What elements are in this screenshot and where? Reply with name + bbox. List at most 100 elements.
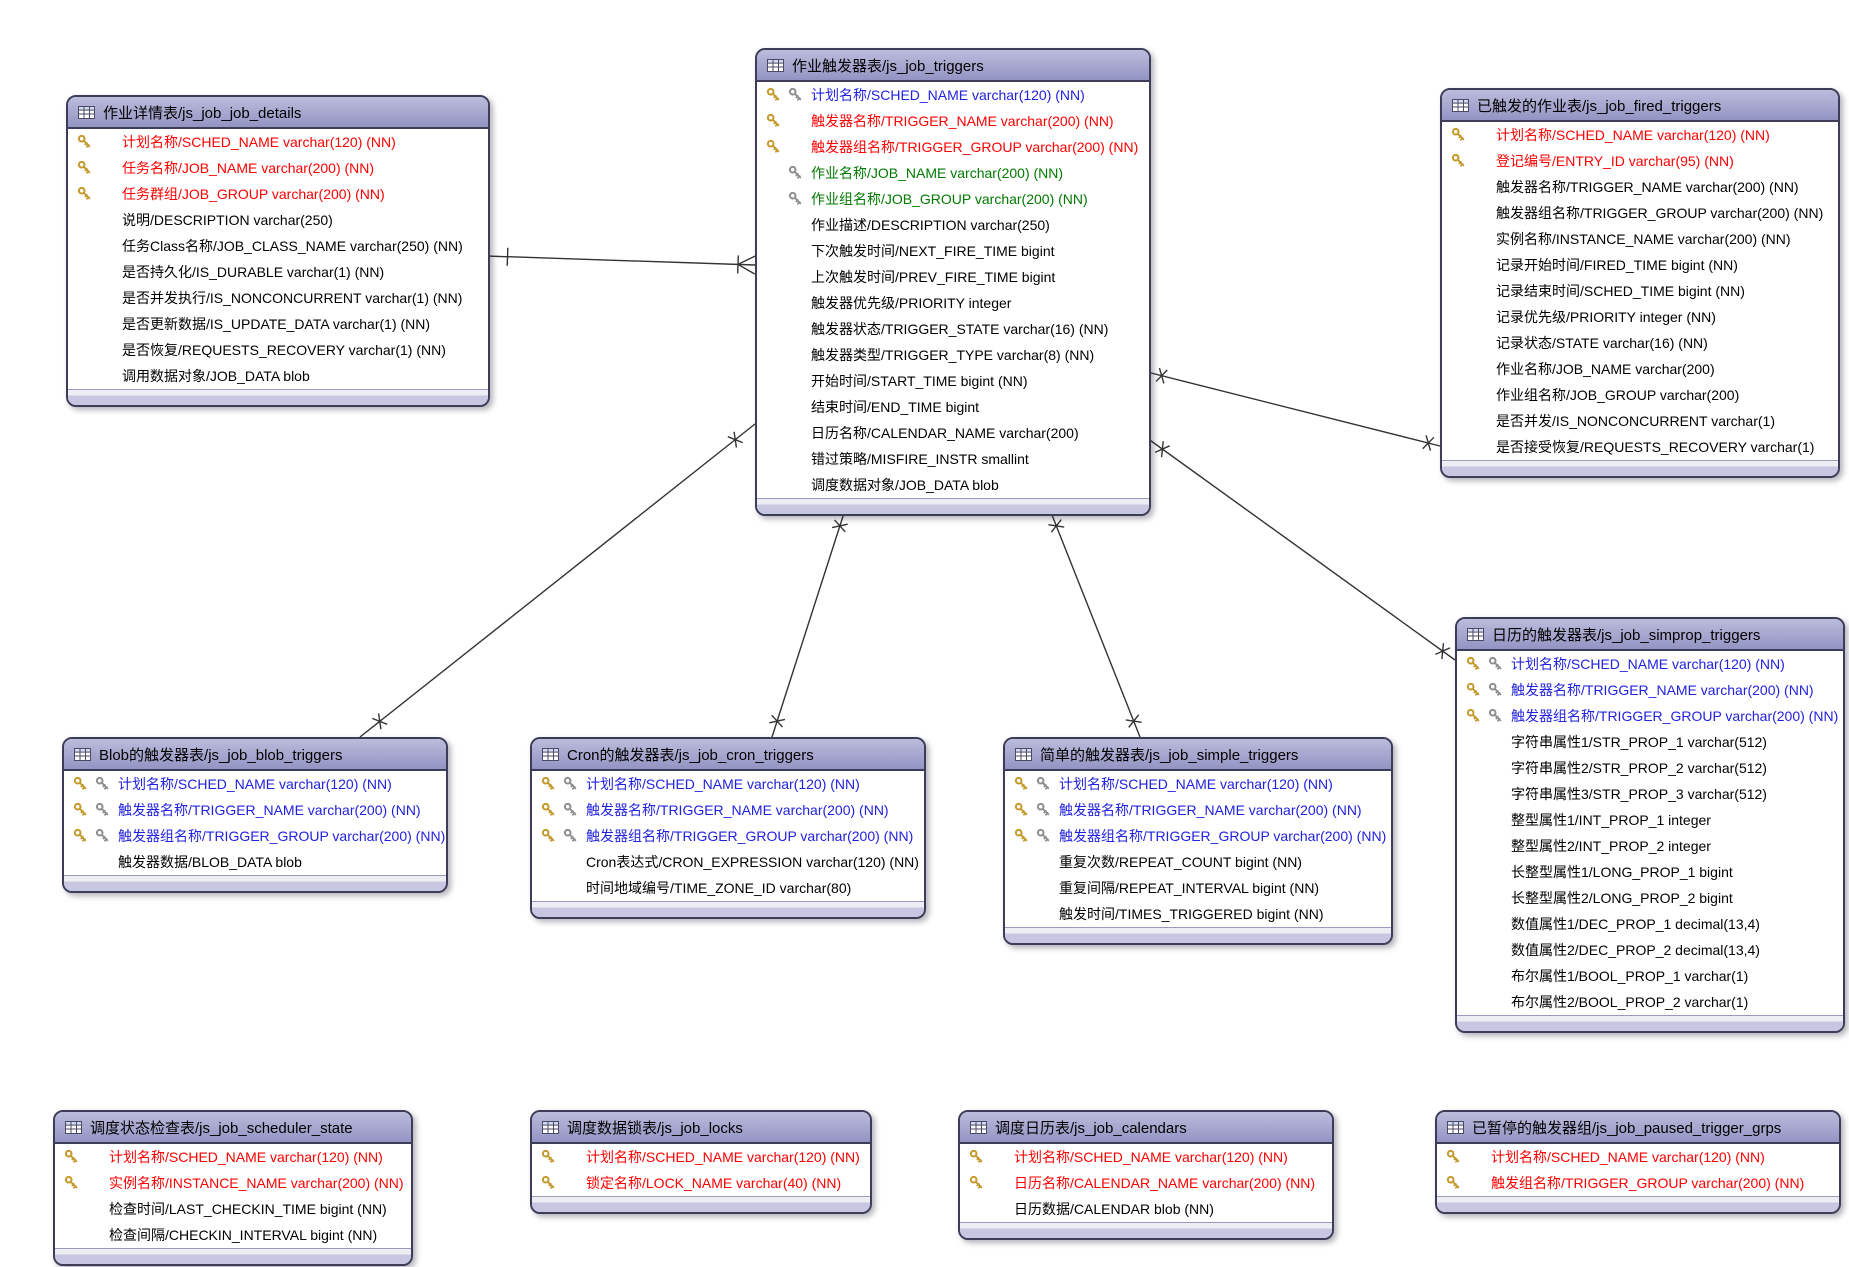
column-row[interactable]: 触发器状态/TRIGGER_STATE varchar(16) (NN) (757, 316, 1149, 342)
column-row[interactable]: 触发器组名称/TRIGGER_GROUP varchar(200) (NN) (757, 134, 1149, 160)
column-row[interactable]: 长整型属性2/LONG_PROP_2 bigint (1457, 885, 1843, 911)
column-row[interactable]: 计划名称/SCHED_NAME varchar(120) (NN) (64, 771, 446, 797)
column-row[interactable]: 计划名称/SCHED_NAME varchar(120) (NN) (55, 1144, 411, 1170)
column-row[interactable]: 字符串属性1/STR_PROP_1 varchar(512) (1457, 729, 1843, 755)
column-row[interactable]: 作业名称/JOB_NAME varchar(200) (NN) (757, 160, 1149, 186)
column-row[interactable]: 触发组名称/TRIGGER_GROUP varchar(200) (NN) (1437, 1170, 1839, 1196)
column-row[interactable]: 锁定名称/LOCK_NAME varchar(40) (NN) (532, 1170, 870, 1196)
column-row[interactable]: 任务群组/JOB_GROUP varchar(200) (NN) (68, 181, 488, 207)
column-row[interactable]: 日历数据/CALENDAR blob (NN) (960, 1196, 1332, 1222)
column-row[interactable]: 触发器优先级/PRIORITY integer (757, 290, 1149, 316)
column-row[interactable]: 下次触发时间/NEXT_FIRE_TIME bigint (757, 238, 1149, 264)
table-header[interactable]: 调度状态检查表/js_job_scheduler_state (55, 1112, 411, 1144)
column-row[interactable]: 触发器类型/TRIGGER_TYPE varchar(8) (NN) (757, 342, 1149, 368)
column-row[interactable]: 实例名称/INSTANCE_NAME varchar(200) (NN) (1442, 226, 1838, 252)
column-row[interactable]: 时间地域编号/TIME_ZONE_ID varchar(80) (532, 875, 924, 901)
column-row[interactable]: 是否更新数据/IS_UPDATE_DATA varchar(1) (NN) (68, 311, 488, 337)
column-row[interactable]: 整型属性1/INT_PROP_1 integer (1457, 807, 1843, 833)
column-row[interactable]: 触发器名称/TRIGGER_NAME varchar(200) (NN) (1457, 677, 1843, 703)
column-row[interactable]: 重复次数/REPEAT_COUNT bigint (NN) (1005, 849, 1391, 875)
column-row[interactable]: 记录优先级/PRIORITY integer (NN) (1442, 304, 1838, 330)
column-row[interactable]: 实例名称/INSTANCE_NAME varchar(200) (NN) (55, 1170, 411, 1196)
column-row[interactable]: 是否接受恢复/REQUESTS_RECOVERY varchar(1) (1442, 434, 1838, 460)
column-row[interactable]: 检查时间/LAST_CHECKIN_TIME bigint (NN) (55, 1196, 411, 1222)
column-row[interactable]: 布尔属性1/BOOL_PROP_1 varchar(1) (1457, 963, 1843, 989)
column-row[interactable]: 日历名称/CALENDAR_NAME varchar(200) (757, 420, 1149, 446)
column-row[interactable]: 重复间隔/REPEAT_INTERVAL bigint (NN) (1005, 875, 1391, 901)
column-row[interactable]: 结束时间/END_TIME bigint (757, 394, 1149, 420)
column-row[interactable]: Cron表达式/CRON_EXPRESSION varchar(120) (NN… (532, 849, 924, 875)
column-row[interactable]: 开始时间/START_TIME bigint (NN) (757, 368, 1149, 394)
column-row[interactable]: 说明/DESCRIPTION varchar(250) (68, 207, 488, 233)
column-row[interactable]: 是否恢复/REQUESTS_RECOVERY varchar(1) (NN) (68, 337, 488, 363)
column-row[interactable]: 整型属性2/INT_PROP_2 integer (1457, 833, 1843, 859)
column-row[interactable]: 计划名称/SCHED_NAME varchar(120) (NN) (1005, 771, 1391, 797)
column-row[interactable]: 计划名称/SCHED_NAME varchar(120) (NN) (532, 1144, 870, 1170)
column-row[interactable]: 触发器组名称/TRIGGER_GROUP varchar(200) (NN) (1457, 703, 1843, 729)
table-header[interactable]: 已触发的作业表/js_job_fired_triggers (1442, 90, 1838, 122)
column-row[interactable]: 记录结束时间/SCHED_TIME bigint (NN) (1442, 278, 1838, 304)
table-header[interactable]: Blob的触发器表/js_job_blob_triggers (64, 739, 446, 771)
column-row[interactable]: 触发器名称/TRIGGER_NAME varchar(200) (NN) (532, 797, 924, 823)
column-row[interactable]: 触发器组名称/TRIGGER_GROUP varchar(200) (NN) (64, 823, 446, 849)
column-row[interactable]: 记录状态/STATE varchar(16) (NN) (1442, 330, 1838, 356)
column-row[interactable]: 检查间隔/CHECKIN_INTERVAL bigint (NN) (55, 1222, 411, 1248)
table-header[interactable]: 简单的触发器表/js_job_simple_triggers (1005, 739, 1391, 771)
column-row[interactable]: 计划名称/SCHED_NAME varchar(120) (NN) (68, 129, 488, 155)
column-row[interactable]: 错过策略/MISFIRE_INSTR smallint (757, 446, 1149, 472)
column-row[interactable]: 触发器名称/TRIGGER_NAME varchar(200) (NN) (757, 108, 1149, 134)
column-row[interactable]: 触发器组名称/TRIGGER_GROUP varchar(200) (NN) (1442, 200, 1838, 226)
column-row[interactable]: 数值属性1/DEC_PROP_1 decimal(13,4) (1457, 911, 1843, 937)
column-row[interactable]: 作业描述/DESCRIPTION varchar(250) (757, 212, 1149, 238)
column-row[interactable]: 触发器名称/TRIGGER_NAME varchar(200) (NN) (1005, 797, 1391, 823)
column-row[interactable]: 作业组名称/JOB_GROUP varchar(200) (NN) (757, 186, 1149, 212)
column-row[interactable]: 触发器名称/TRIGGER_NAME varchar(200) (NN) (1442, 174, 1838, 200)
column-row[interactable]: 作业名称/JOB_NAME varchar(200) (1442, 356, 1838, 382)
column-row[interactable]: 字符串属性3/STR_PROP_3 varchar(512) (1457, 781, 1843, 807)
column-row[interactable]: 触发器数据/BLOB_DATA blob (64, 849, 446, 875)
column-row[interactable]: 日历名称/CALENDAR_NAME varchar(200) (NN) (960, 1170, 1332, 1196)
table-header[interactable]: 作业详情表/js_job_job_details (68, 97, 488, 129)
column-row[interactable]: 长整型属性1/LONG_PROP_1 bigint (1457, 859, 1843, 885)
column-row[interactable]: 触发器组名称/TRIGGER_GROUP varchar(200) (NN) (532, 823, 924, 849)
column-row[interactable]: 记录开始时间/FIRED_TIME bigint (NN) (1442, 252, 1838, 278)
column-row[interactable]: 作业组名称/JOB_GROUP varchar(200) (1442, 382, 1838, 408)
column-row[interactable]: 计划名称/SCHED_NAME varchar(120) (NN) (1457, 651, 1843, 677)
table-header[interactable]: 作业触发器表/js_job_triggers (757, 50, 1149, 82)
column-row[interactable]: 计划名称/SCHED_NAME varchar(120) (NN) (1437, 1144, 1839, 1170)
column-row[interactable]: 是否并发/IS_NONCONCURRENT varchar(1) (1442, 408, 1838, 434)
column-row[interactable]: 任务Class名称/JOB_CLASS_NAME varchar(250) (N… (68, 233, 488, 259)
column-row[interactable]: 调用数据对象/JOB_DATA blob (68, 363, 488, 389)
column-row[interactable]: 触发时间/TIMES_TRIGGERED bigint (NN) (1005, 901, 1391, 927)
column-row[interactable]: 任务名称/JOB_NAME varchar(200) (NN) (68, 155, 488, 181)
table-header[interactable]: 调度数据锁表/js_job_locks (532, 1112, 870, 1144)
column-row[interactable]: 数值属性2/DEC_PROP_2 decimal(13,4) (1457, 937, 1843, 963)
table-header[interactable]: Cron的触发器表/js_job_cron_triggers (532, 739, 924, 771)
column-row[interactable]: 字符串属性2/STR_PROP_2 varchar(512) (1457, 755, 1843, 781)
column-row[interactable]: 调度数据对象/JOB_DATA blob (757, 472, 1149, 498)
column-row[interactable]: 是否持久化/IS_DURABLE varchar(1) (NN) (68, 259, 488, 285)
column-row[interactable]: 触发器名称/TRIGGER_NAME varchar(200) (NN) (64, 797, 446, 823)
table-header[interactable]: 日历的触发器表/js_job_simprop_triggers (1457, 619, 1843, 651)
column-row[interactable]: 是否并发执行/IS_NONCONCURRENT varchar(1) (NN) (68, 285, 488, 311)
table-header[interactable]: 已暂停的触发器组/js_job_paused_trigger_grps (1437, 1112, 1839, 1144)
column-row[interactable]: 计划名称/SCHED_NAME varchar(120) (NN) (532, 771, 924, 797)
table-header[interactable]: 调度日历表/js_job_calendars (960, 1112, 1332, 1144)
column-row[interactable]: 上次触发时间/PREV_FIRE_TIME bigint (757, 264, 1149, 290)
column-row[interactable]: 计划名称/SCHED_NAME varchar(120) (NN) (960, 1144, 1332, 1170)
column-row[interactable]: 计划名称/SCHED_NAME varchar(120) (NN) (757, 82, 1149, 108)
column-row[interactable]: 计划名称/SCHED_NAME varchar(120) (NN) (1442, 122, 1838, 148)
column-row[interactable]: 登记编号/ENTRY_ID varchar(95) (NN) (1442, 148, 1838, 174)
column-row[interactable]: 触发器组名称/TRIGGER_GROUP varchar(200) (NN) (1005, 823, 1391, 849)
